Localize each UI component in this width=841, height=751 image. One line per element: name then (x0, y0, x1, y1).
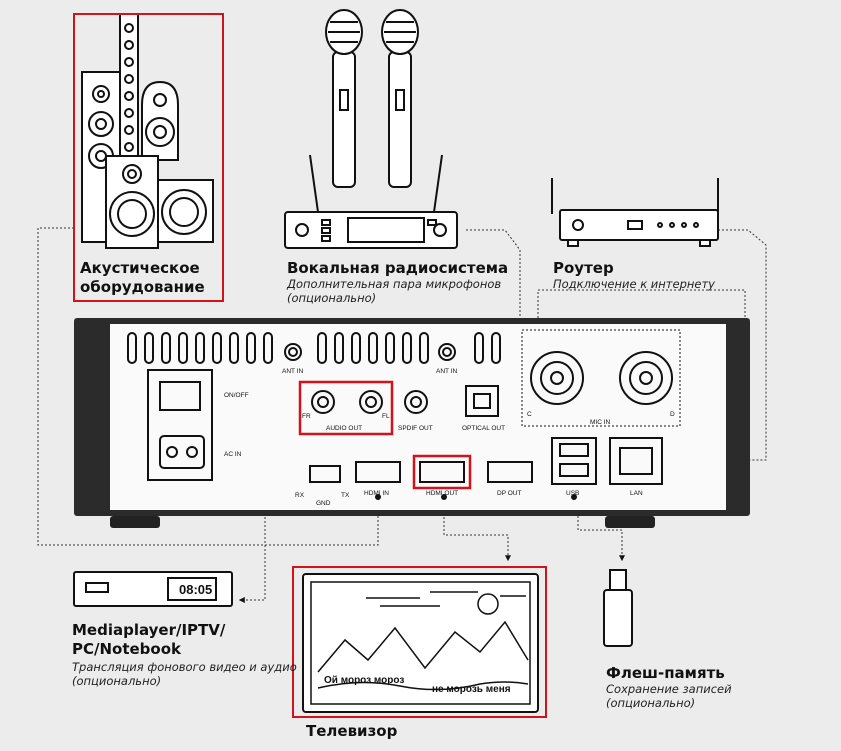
router-subtitle: Подключение к интернету (553, 277, 715, 291)
speakers-highlight (73, 13, 224, 302)
flash-drive-illustration (603, 569, 633, 647)
speakers-illustration (81, 13, 214, 249)
mediaplayer-subtitle: Трансляция фонового видео и аудио (опцио… (72, 660, 297, 688)
tv-highlight (292, 566, 547, 718)
router-illustration (551, 178, 719, 247)
mics-subtitle: Дополнительная пара микрофонов (опционал… (287, 277, 502, 305)
karaoke-device (74, 318, 750, 528)
tv-illustration (302, 573, 539, 713)
tv-title: Телевизор (306, 722, 398, 740)
speakers-title: Акустическое оборудование (80, 259, 205, 296)
flash-subtitle: Сохранение записей (опционально) (606, 682, 732, 710)
mics-title: Вокальная радиосистема (287, 259, 509, 277)
mediaplayer-illustration (73, 571, 233, 607)
flash-title: Флеш-память (606, 664, 725, 682)
mic-system-illustration (284, 9, 458, 249)
router-title: Роутер (553, 259, 614, 277)
mediaplayer-title: Mediaplayer/IPTV/ PC/Notebook (72, 621, 226, 658)
